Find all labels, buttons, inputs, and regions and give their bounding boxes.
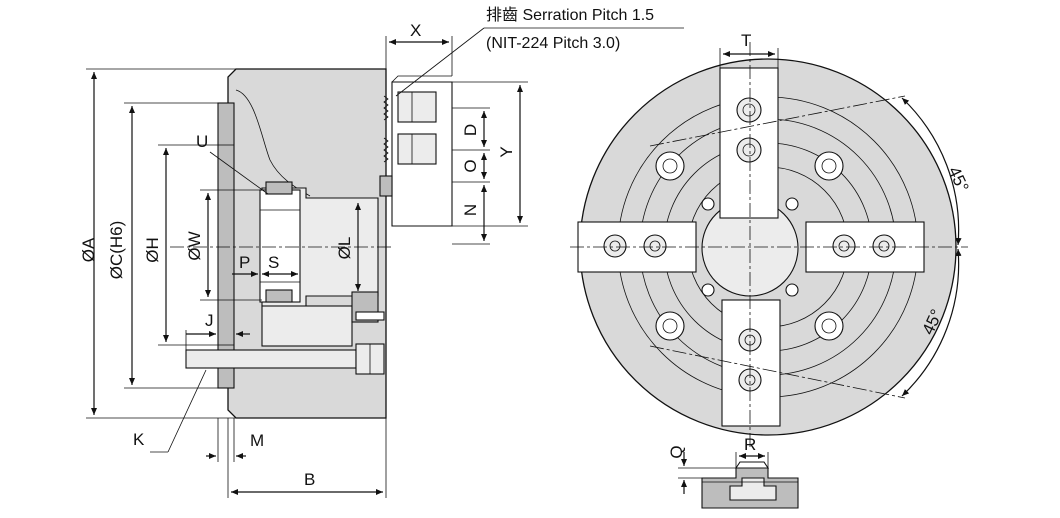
jaw-left bbox=[577, 221, 697, 273]
face-bolts bbox=[655, 151, 844, 341]
note-nit: (NIT-224 Pitch 3.0) bbox=[486, 35, 620, 52]
dim-M: M bbox=[250, 431, 264, 450]
dim-P: P bbox=[239, 253, 250, 272]
serration-lower bbox=[383, 137, 389, 163]
jaw-base bbox=[379, 175, 393, 197]
note-serration: 排齒 Serration Pitch 1.5 bbox=[486, 6, 654, 24]
dim-O: O bbox=[461, 159, 480, 172]
dim-Q: Q bbox=[667, 445, 686, 458]
dim-K: K bbox=[133, 430, 145, 449]
angle-arc-lower bbox=[901, 248, 962, 397]
dim-X: X bbox=[410, 21, 421, 40]
angle-upper: 45° bbox=[944, 164, 972, 195]
jaw-bolt-upper bbox=[397, 91, 437, 123]
jaw-bottom bbox=[721, 299, 781, 427]
lower-block bbox=[261, 305, 353, 347]
dim-N: N bbox=[461, 204, 480, 216]
angle-arc-upper bbox=[901, 97, 962, 246]
mounting-bolt bbox=[185, 349, 357, 369]
front-view: T 45° 45° bbox=[570, 31, 972, 448]
plunger bbox=[259, 189, 301, 303]
side-view: ØA ØC(H6) ØH ØW ØL U P S J K bbox=[79, 6, 684, 498]
dim-U: U bbox=[196, 132, 208, 151]
jaw-bolt-lower bbox=[397, 133, 437, 165]
serration-detail: Q R bbox=[667, 435, 799, 509]
dim-S: S bbox=[268, 253, 279, 272]
mounting-spigot bbox=[217, 102, 235, 389]
dim-D: D bbox=[461, 124, 480, 136]
dim-A: ØA bbox=[79, 237, 98, 262]
dim-W: ØW bbox=[185, 231, 204, 260]
dim-C: ØC(H6) bbox=[107, 221, 126, 280]
dim-H: ØH bbox=[143, 237, 162, 263]
plunger-bottom bbox=[265, 289, 293, 303]
dim-J: J bbox=[205, 311, 214, 330]
dim-B: B bbox=[304, 470, 315, 489]
side-screw bbox=[355, 311, 385, 321]
plunger-top bbox=[265, 181, 293, 195]
serration-upper bbox=[383, 95, 389, 121]
dim-Y: Y bbox=[497, 146, 516, 157]
dim-T: T bbox=[741, 31, 751, 50]
dim-R: R bbox=[744, 435, 756, 454]
dim-L: ØL bbox=[335, 237, 354, 260]
